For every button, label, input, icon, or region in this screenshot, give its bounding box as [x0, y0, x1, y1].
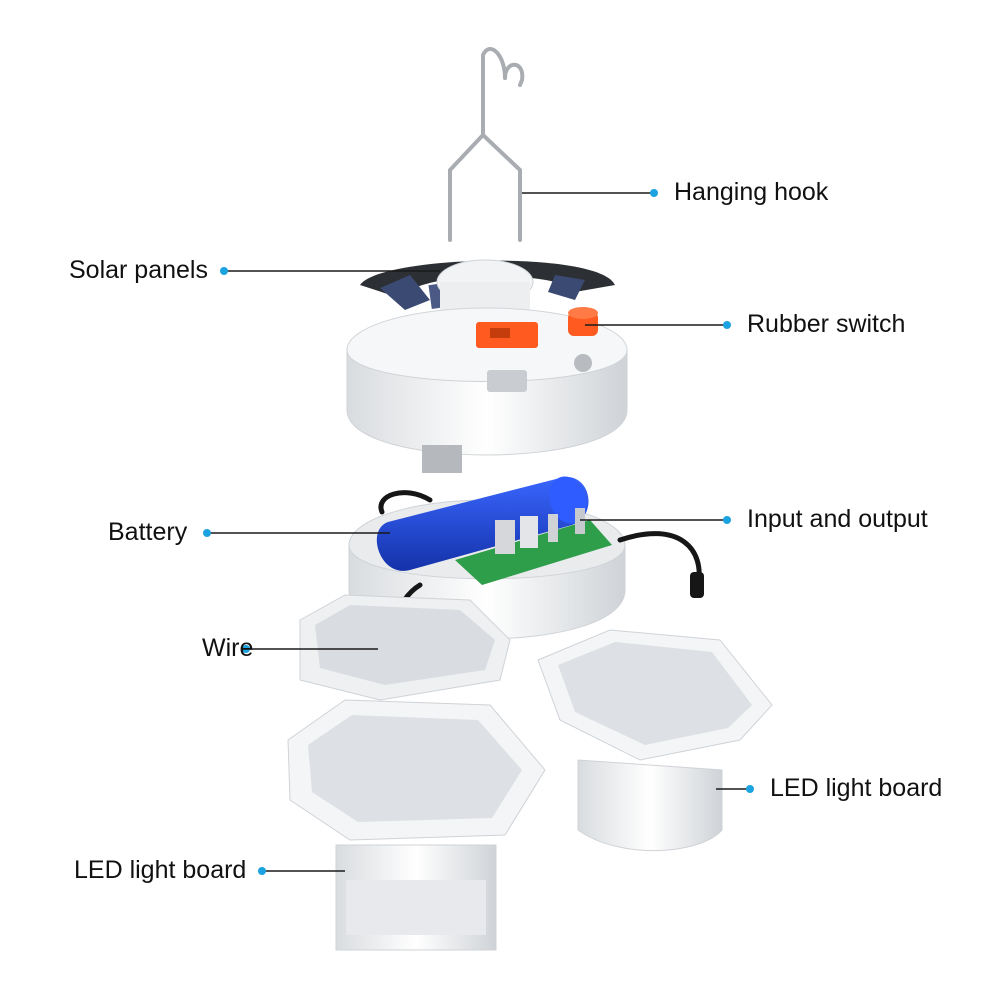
callout-solar-panels: Solar panels	[69, 256, 208, 284]
callout-input-output: Input and output	[747, 505, 928, 533]
hanging-hook-illustration	[448, 47, 525, 242]
callout-rubber-switch: Rubber switch	[747, 310, 906, 338]
circuit-board-illustration	[455, 508, 612, 585]
leader-lines	[207, 192, 750, 872]
rubber-switch-illustration	[476, 307, 598, 348]
callout-hanging-hook: Hanging hook	[674, 178, 829, 206]
led-board-illustration	[537, 629, 773, 852]
callout-dots	[203, 189, 754, 875]
callout-led-board-left: LED light board	[74, 856, 247, 884]
callout-battery: Battery	[108, 518, 188, 546]
top-housing-illustration	[346, 307, 628, 473]
callout-wire: Wire	[202, 634, 254, 662]
led-board-illustration	[299, 594, 511, 701]
callout-led-board-right: LED light board	[770, 774, 943, 802]
led-board-illustration	[287, 699, 546, 951]
